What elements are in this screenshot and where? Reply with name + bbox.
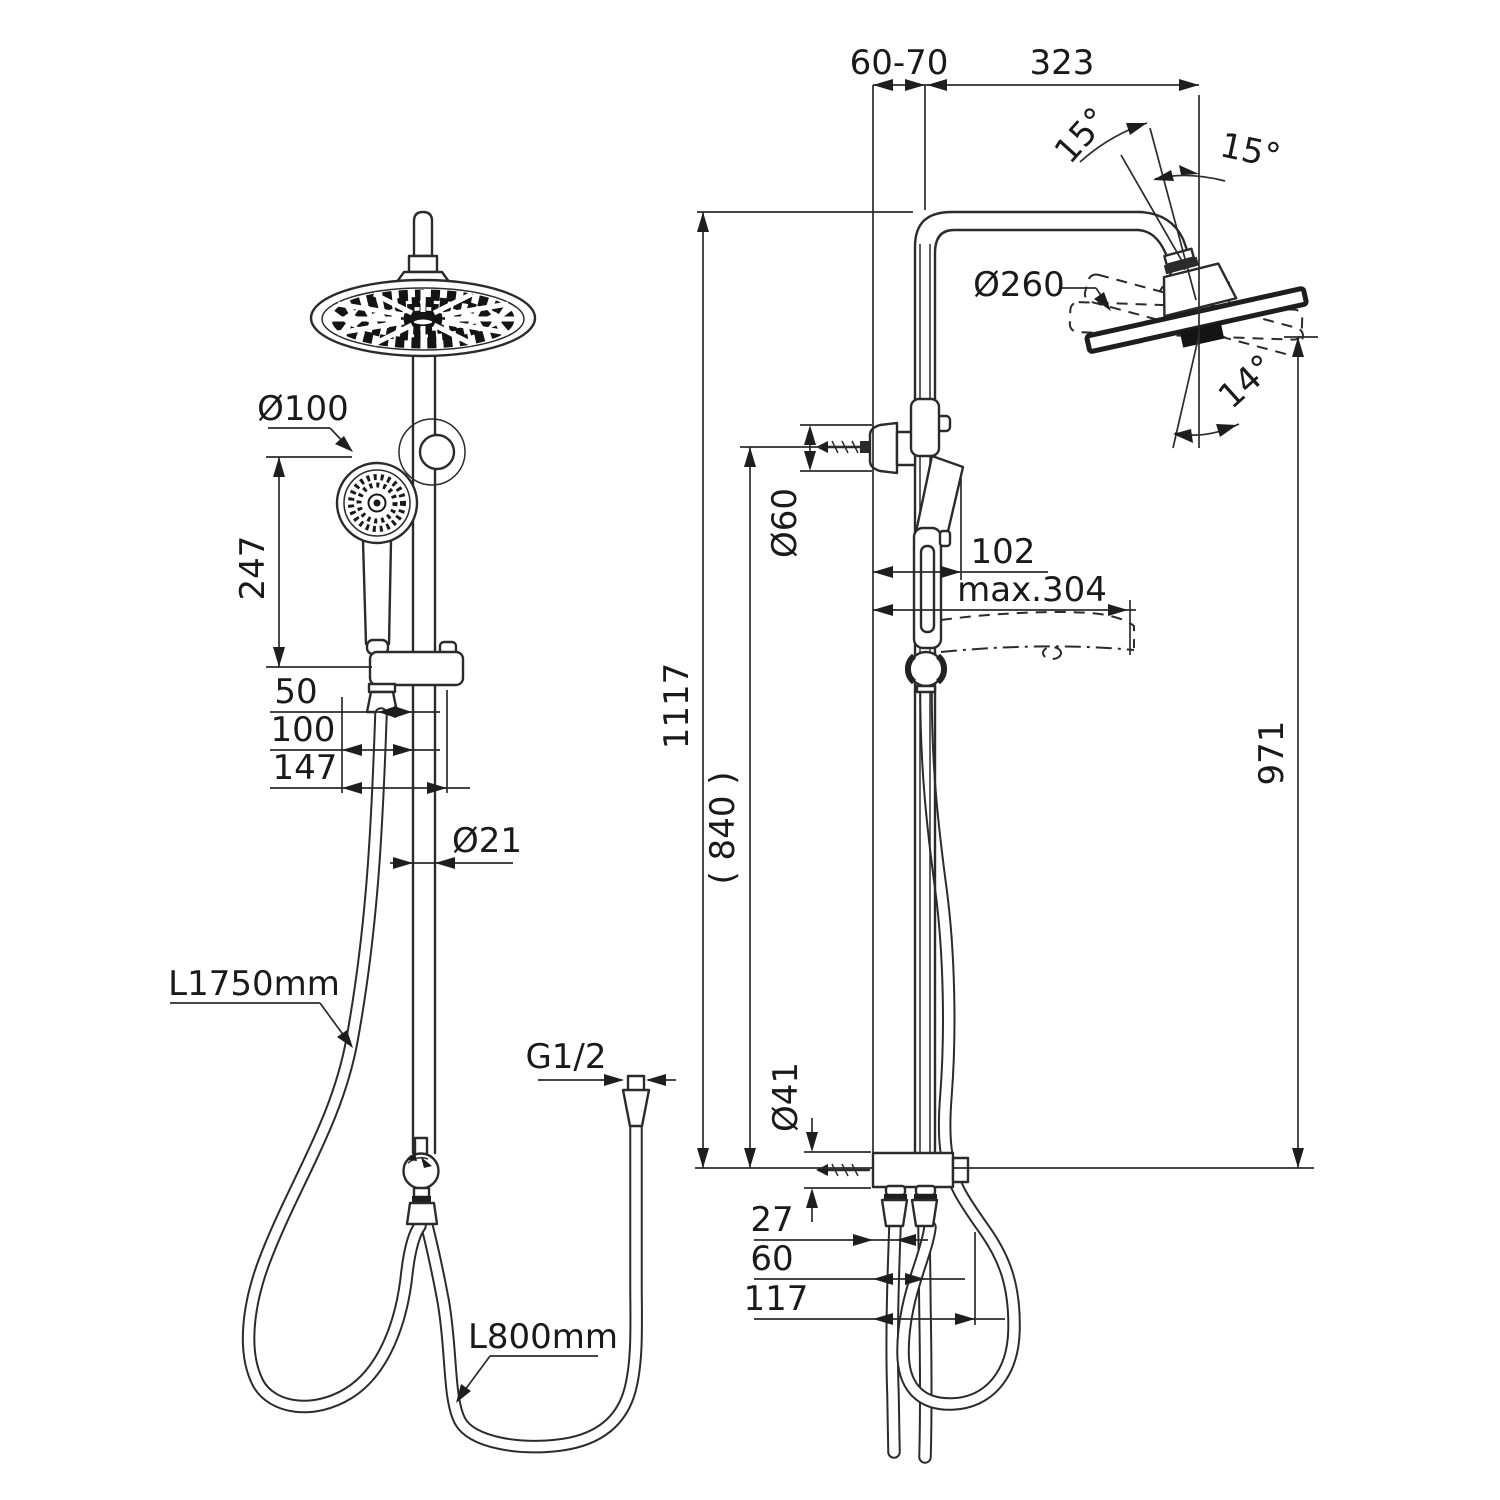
dim-overall-height: 1117 [657, 212, 709, 1168]
dim-label-arm-length: 323 [1030, 43, 1095, 83]
dim-label-overall-height: 1117 [657, 663, 697, 750]
dim-outlet-diameter: Ø41 [766, 1062, 871, 1222]
dim-offset-60: 60 [750, 1239, 965, 1285]
dim-label-offset-50: 50 [274, 672, 317, 712]
spray-pattern-spokes [325, 290, 521, 348]
dim-rail-height: ( 840 ) [703, 446, 822, 1168]
dim-label-offset-147: 147 [273, 748, 338, 788]
dim-handspray-diameter: Ø100 [257, 389, 353, 452]
diverter-front [402, 1136, 440, 1226]
dim-label-offset-60: 60 [750, 1239, 793, 1279]
dim-wall-distance: 60-70 323 [850, 43, 1199, 91]
hose-ball-joint-side [905, 650, 947, 694]
short-hose-front [427, 1074, 651, 1447]
dim-label-head-diameter: Ø260 [973, 265, 1065, 305]
dim-max-depth: max.304 [873, 570, 1136, 655]
handshower-pullout-dashed [940, 611, 1135, 660]
dim-label-offset-27: 27 [750, 1200, 793, 1240]
riser-rail-side [913, 210, 1192, 1155]
dim-label-offset-100: 100 [271, 710, 336, 750]
hand-shower-front [335, 461, 419, 656]
dim-rail-diameter: Ø21 [390, 821, 522, 869]
dim-handspray-length: 247 [233, 456, 372, 668]
dim-label-rail-height: ( 840 ) [703, 771, 743, 884]
dimensions: 60-70 323 15° 15° 14° Ø260 [168, 43, 1318, 1403]
wall-bracket-front [398, 418, 466, 486]
dim-label-wall-distance: 60-70 [850, 43, 949, 83]
dim-label-handspray-diameter: Ø100 [257, 389, 349, 429]
dim-label-holder-depth: 102 [971, 532, 1036, 572]
dim-long-hose: L1750mm [168, 964, 353, 1048]
dim-head-height: 971 [1252, 337, 1304, 1168]
dim-label-max-depth: max.304 [957, 570, 1107, 610]
dim-offset-117: 117 [744, 1232, 1005, 1325]
side-view [816, 210, 1309, 1457]
head-connector-side [1162, 247, 1238, 318]
dim-thread: G1/2 [525, 1037, 676, 1086]
rain-shower-head-front [309, 278, 537, 358]
dim-head-diameter: Ø260 [973, 265, 1111, 311]
dim-label-escutcheon-diameter: Ø60 [765, 488, 805, 558]
dim-label-rail-diameter: Ø21 [452, 821, 522, 861]
dim-label-offset-117: 117 [744, 1279, 809, 1319]
dim-label-head-height: 971 [1252, 721, 1292, 786]
dim-label-handspray-length: 247 [233, 536, 273, 601]
dim-short-hose: L800mm [456, 1317, 618, 1403]
wall-anchor-screw-bottom [816, 1163, 871, 1177]
slider-holder-front [365, 640, 465, 714]
dim-front-offsets: 50 100 147 [270, 672, 470, 794]
front-view [249, 210, 651, 1447]
dim-holder-depth: 102 [873, 474, 1048, 580]
dim-offset-27: 27 [750, 1200, 928, 1246]
dim-label-short-hose: L800mm [468, 1317, 618, 1357]
dim-label-outlet-diameter: Ø41 [766, 1062, 806, 1132]
dim-label-thread: G1/2 [525, 1037, 606, 1077]
dim-escutcheon-diameter: Ø60 [765, 424, 872, 558]
dim-label-long-hose: L1750mm [168, 964, 340, 1004]
bottom-bracket-side [816, 1151, 970, 1228]
